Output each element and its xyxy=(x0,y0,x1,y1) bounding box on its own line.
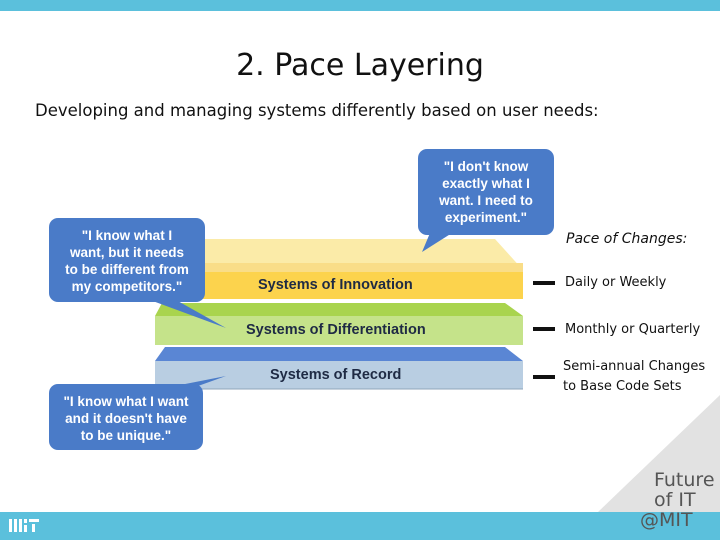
layer-record-band xyxy=(155,361,523,389)
bubble-top-line: want. I need to xyxy=(439,193,533,208)
future-of-it-line: @MIT xyxy=(640,509,693,531)
bubble-bottom-line: and it doesn't have xyxy=(65,411,187,426)
future-of-it-line: Future xyxy=(654,469,715,491)
slide-subtitle: Developing and managing systems differen… xyxy=(35,101,599,120)
bubble-top-line: experiment." xyxy=(444,210,528,225)
bubble-left-line: want, but it needs xyxy=(69,245,184,260)
pace-heading: Pace of Changes: xyxy=(566,231,688,247)
pace-dash-semiannual xyxy=(533,375,555,379)
layer-innovation-band xyxy=(198,272,523,299)
top-accent-bar xyxy=(0,0,720,11)
pace-label-semiannual: Semi-annual Changes to Base Code Sets xyxy=(563,357,705,397)
layer-top-surface xyxy=(198,239,523,270)
layer-label-differentiation: Systems of Differentiation xyxy=(246,322,426,338)
slide-title: 2. Pace Layering xyxy=(236,48,484,83)
pace-label-semiannual-line: to Base Code Sets xyxy=(563,379,682,394)
bubble-bottom-line: to be unique." xyxy=(80,428,172,443)
pace-label-semiannual-line: Semi-annual Changes xyxy=(563,359,706,374)
layer-label-innovation: Systems of Innovation xyxy=(258,277,413,293)
bubble-bottom-text: "I know what I want and it doesn't have … xyxy=(49,393,203,444)
bubble-left-line: my competitors." xyxy=(71,279,183,294)
bottom-accent-bar-shape xyxy=(0,512,720,540)
bubble-left-line: to be different from xyxy=(65,262,189,277)
mit-logo-mark xyxy=(9,519,39,532)
layer-label-record: Systems of Record xyxy=(270,367,402,383)
bubble-bottom-line: "I know what I want xyxy=(63,394,189,409)
bubble-bottom-speech xyxy=(49,376,226,450)
bubble-top-text: "I don't know exactly what I want. I nee… xyxy=(418,158,554,226)
future-of-it-line: of IT xyxy=(654,489,696,511)
pace-label-daily: Daily or Weekly xyxy=(565,275,667,290)
layer-differentiation-band xyxy=(155,316,523,345)
bubble-left-text: "I know what I want, but it needs to be … xyxy=(49,227,205,295)
bubble-top-speech xyxy=(418,149,554,252)
bubble-top-line: "I don't know xyxy=(443,159,529,174)
bubble-left-speech xyxy=(49,218,226,328)
mit-logo xyxy=(8,516,40,538)
pace-label-monthly: Monthly or Quarterly xyxy=(565,322,701,337)
future-of-it-logo: Future of IT @MIT xyxy=(640,470,715,531)
pace-dash-monthly xyxy=(533,327,555,331)
bubble-left-line: "I know what I xyxy=(81,228,173,243)
layer-record-top xyxy=(155,347,523,361)
layer-differentiation-top xyxy=(155,303,523,316)
pace-dash-daily xyxy=(533,281,555,285)
bubble-top-line: exactly what I xyxy=(442,176,530,191)
corner-gray-triangle xyxy=(598,395,720,512)
